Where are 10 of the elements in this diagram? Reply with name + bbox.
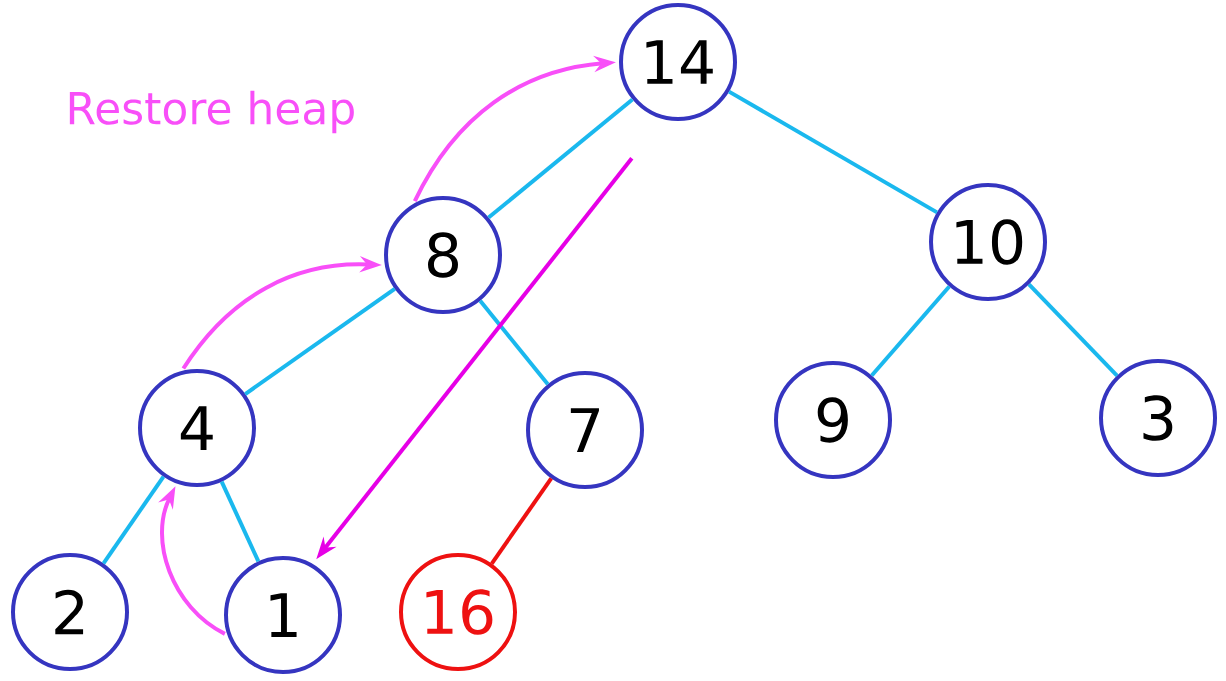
tree-edge — [870, 285, 951, 377]
tree-edge — [490, 477, 553, 565]
tree-edge — [244, 287, 396, 396]
tree-edge — [478, 299, 550, 386]
tree-edge — [487, 97, 634, 220]
tree-edge — [219, 480, 261, 563]
tree-edge — [1027, 283, 1119, 377]
tree-edge — [728, 89, 938, 215]
tree-edge — [101, 475, 166, 565]
annotation: Restore heap — [69, 90, 354, 134]
